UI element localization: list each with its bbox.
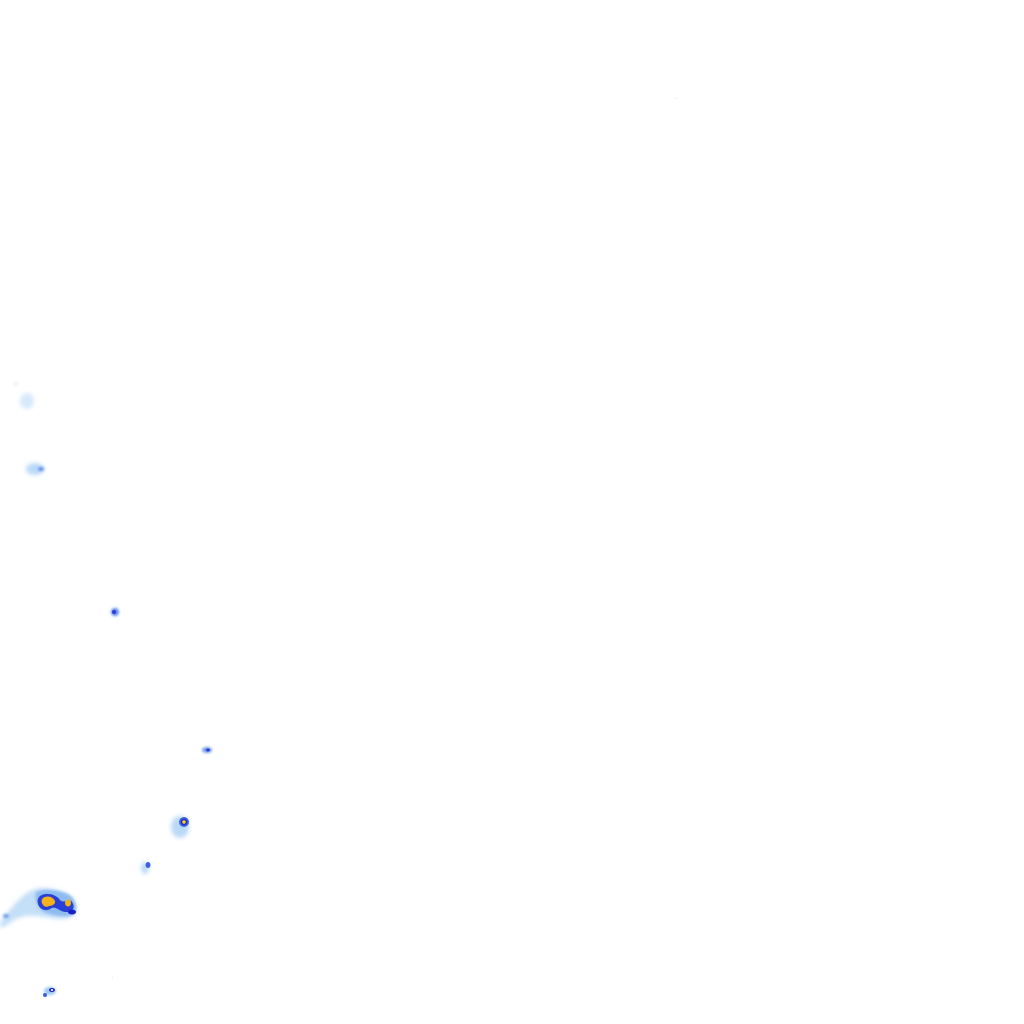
echo-blob: [3, 914, 9, 918]
echo-cell-very-light: [14, 382, 34, 409]
echo-blob: [41, 896, 56, 907]
echo-cell-very-heavy: [0, 888, 77, 928]
echo-blob: [68, 909, 76, 915]
echo-blob: [112, 610, 116, 614]
echo-cell-moderate: [141, 862, 151, 874]
echo-speck: [112, 977, 113, 978]
echo-cell-light: [26, 463, 44, 475]
echo-cell-very-heavy: [171, 816, 189, 838]
echo-blob: [20, 393, 34, 409]
echo-cell-heavy: [43, 987, 56, 997]
echo-blob: [14, 382, 18, 386]
echo-cell-moderate: [111, 608, 119, 616]
echo-blob: [145, 862, 151, 868]
echo-blob: [65, 899, 71, 907]
echo-blob: [26, 463, 44, 475]
echo-blob: [43, 993, 47, 997]
echo-blob: [38, 467, 44, 471]
echo-cell-moderate: [202, 747, 212, 753]
echo-speck: [675, 98, 678, 99]
echo-blob: [206, 748, 210, 752]
echo-blob: [182, 820, 186, 824]
echo-blob: [50, 989, 54, 991]
